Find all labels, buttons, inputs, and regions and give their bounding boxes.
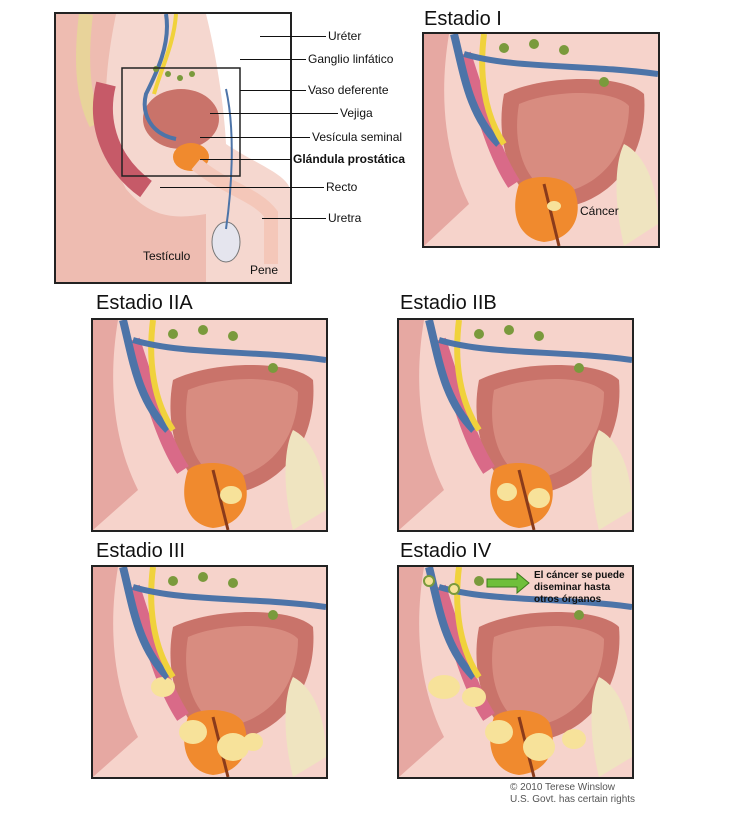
- stage-3-illustration: [93, 567, 326, 777]
- leader-lymph-node: [240, 59, 306, 60]
- leader-ureter: [260, 36, 326, 37]
- overview-anatomy-illustration: [56, 14, 290, 282]
- stage-2a-illustration: [93, 320, 326, 530]
- label-ureter: Uréter: [328, 29, 362, 43]
- stage-3-panel: [91, 565, 328, 779]
- label-penis: Pene: [250, 263, 279, 277]
- leader-prostate: [200, 159, 291, 160]
- label-lymph-node: Ganglio linfático: [308, 52, 394, 66]
- leader-seminal-vesicle: [200, 137, 310, 138]
- stage-4-title: Estadio IV: [400, 540, 492, 562]
- stage-4-callout-line-2: diseminar hasta: [534, 582, 611, 593]
- label-rectum: Recto: [326, 180, 358, 194]
- leader-vas-deferens: [240, 90, 306, 91]
- stage-2b-illustration: [399, 320, 632, 530]
- stage-2b-panel: [397, 318, 634, 532]
- leader-urethra: [262, 218, 326, 219]
- stage-4-illustration: [399, 567, 632, 777]
- stage-4-panel: El cáncer se puede diseminar hasta otros…: [397, 565, 634, 779]
- credit-line-2: U.S. Govt. has certain rights: [510, 794, 636, 805]
- stage-3-title: Estadio III: [96, 540, 185, 562]
- stage-2b-title: Estadio IIB: [400, 292, 497, 314]
- stage-1-illustration: [424, 34, 658, 246]
- stage-4-callout-line-3: otros órganos: [534, 594, 602, 605]
- stage-4-callout-line-1: El cáncer se puede: [534, 570, 625, 581]
- label-prostate: Glándula prostática: [293, 152, 406, 166]
- leader-bladder: [210, 113, 338, 114]
- stage-1-title: Estadio I: [424, 8, 502, 30]
- stage-2a-panel: [91, 318, 328, 532]
- overview-anatomy-panel: [54, 12, 292, 284]
- label-bladder: Vejiga: [340, 106, 373, 120]
- stage-1-cancer-label: Cáncer: [580, 204, 619, 218]
- copyright-credit: © 2010 Terese Winslow U.S. Govt. has cer…: [510, 782, 635, 806]
- label-seminal-vesicle: Vesícula seminal: [312, 130, 403, 144]
- stage-4-callout: El cáncer se puede diseminar hasta otros…: [534, 570, 625, 606]
- credit-line-1: © 2010 Terese Winslow: [510, 782, 616, 793]
- label-testicle: Testículo: [143, 249, 191, 263]
- stage-1-panel: Cáncer: [422, 32, 660, 248]
- label-urethra: Uretra: [328, 211, 362, 225]
- label-vas-deferens: Vaso deferente: [308, 83, 389, 97]
- leader-rectum: [160, 187, 324, 188]
- stage-2a-title: Estadio IIA: [96, 292, 193, 314]
